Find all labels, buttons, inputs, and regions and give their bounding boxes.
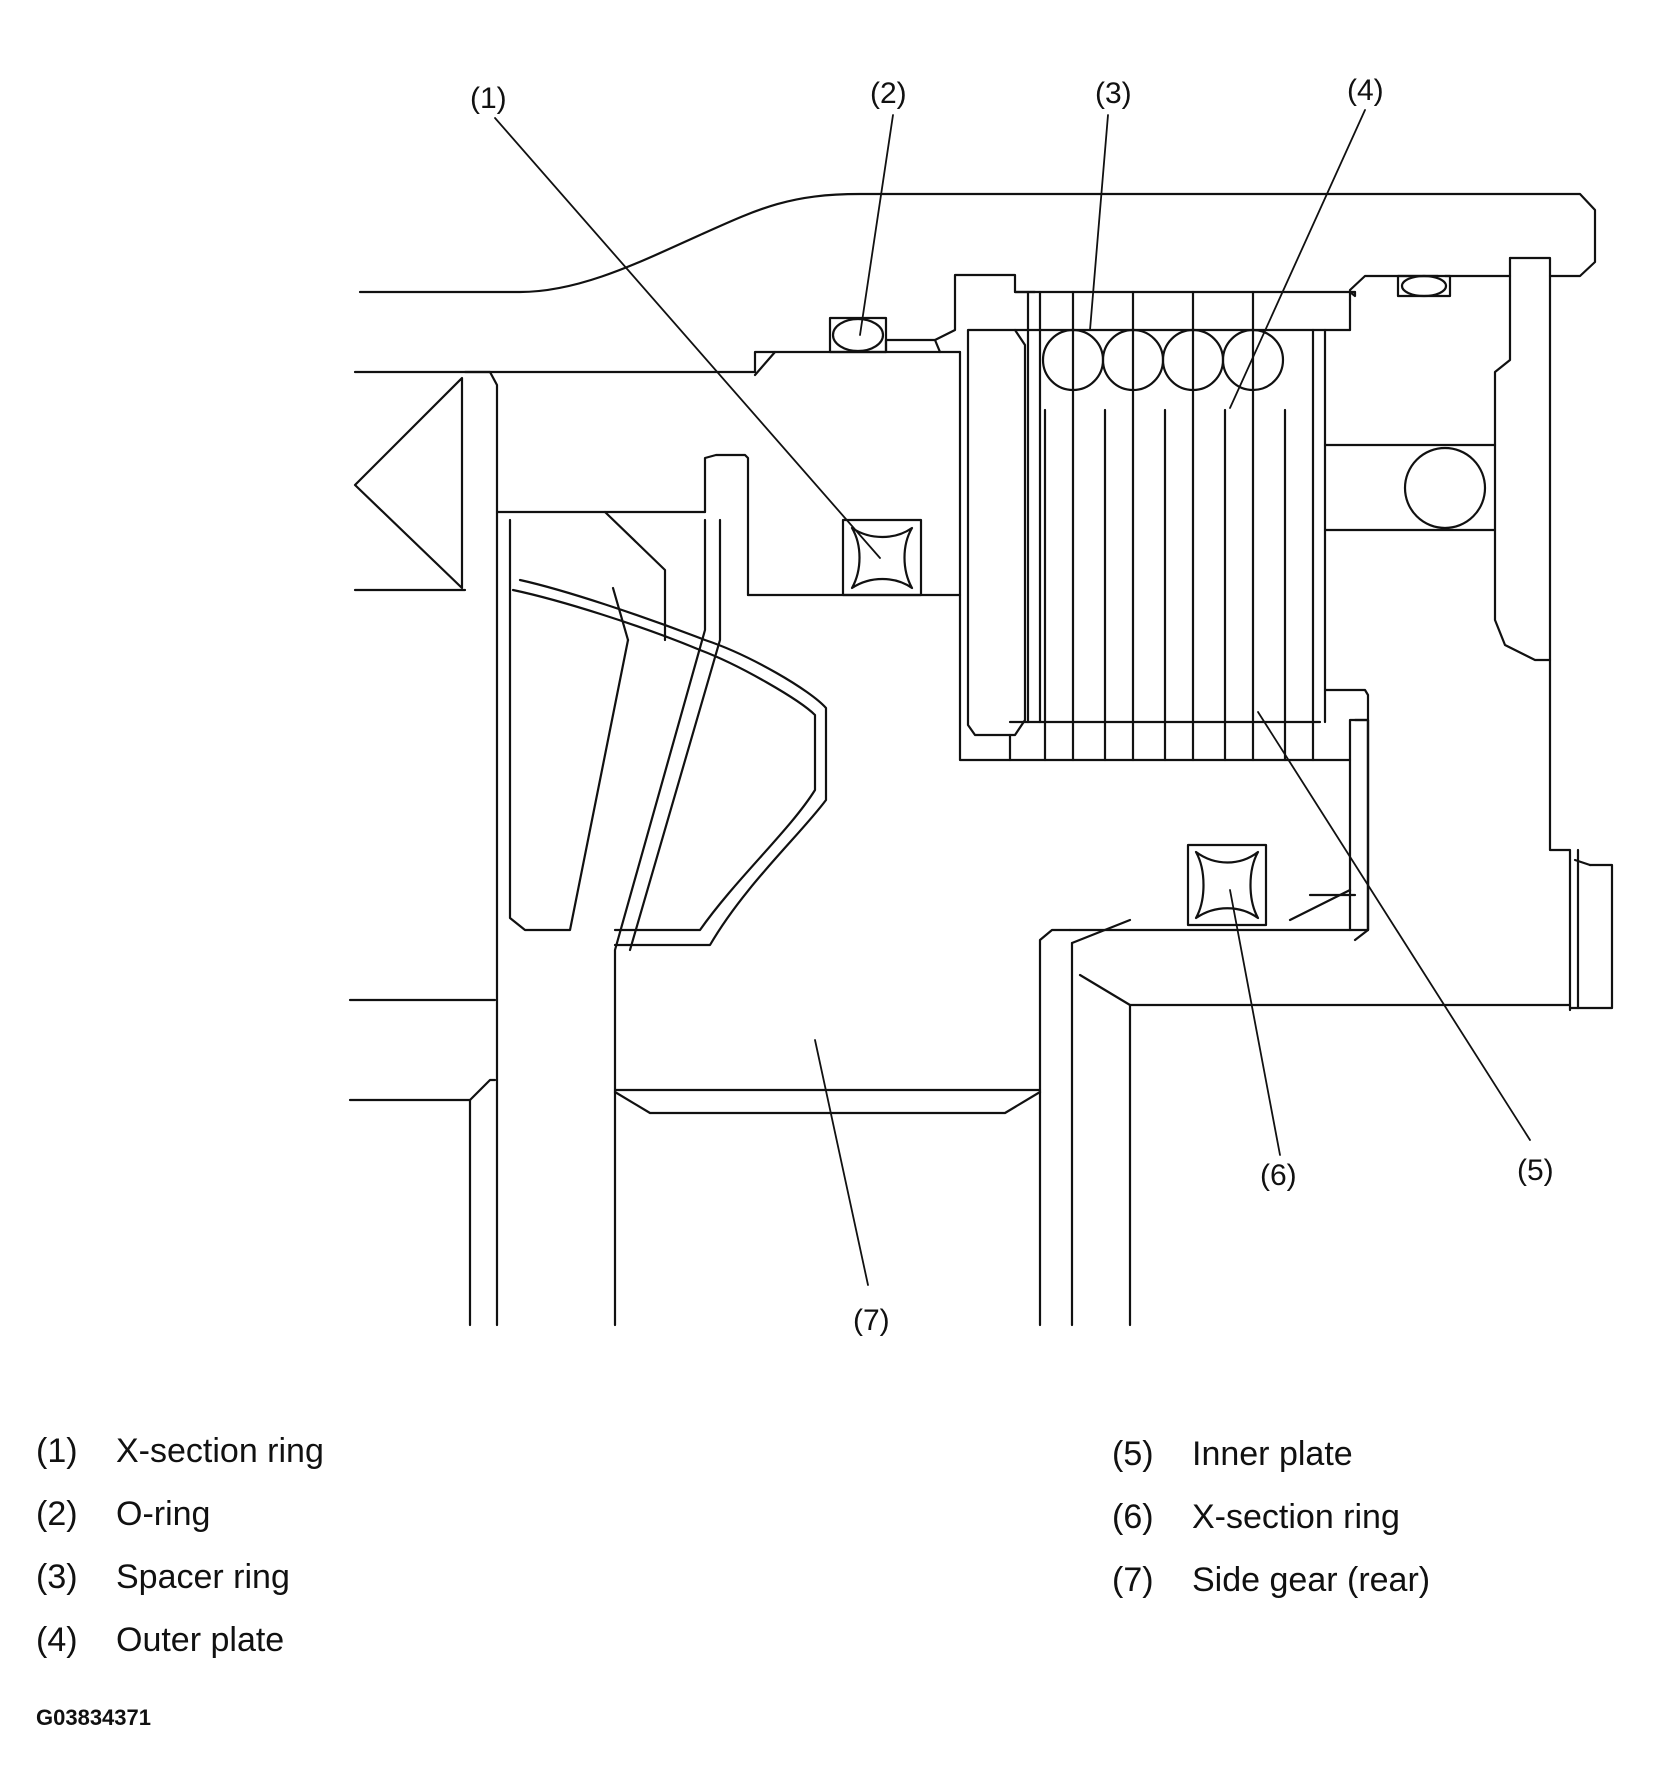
- legend-item-2: (2) O-ring: [36, 1495, 210, 1534]
- right-column: [1493, 256, 1614, 1012]
- legend-num: (2): [36, 1495, 78, 1533]
- callout-4: (4): [1347, 74, 1384, 107]
- figure-code: G03834371: [36, 1705, 151, 1730]
- clutch-drum: [958, 290, 1357, 762]
- right-bearing: [1323, 274, 1497, 532]
- o-ring-2-seat: [828, 316, 888, 354]
- legend-label: Spacer ring: [116, 1558, 290, 1596]
- spacer-rings: [1041, 328, 1285, 392]
- legend-item-4: (4) Outer plate: [36, 1621, 284, 1660]
- side-gear: [508, 510, 1042, 1327]
- legend-label: Side gear (rear): [1192, 1561, 1431, 1599]
- plate-stack: [1026, 290, 1315, 762]
- callout-5: (5): [1517, 1154, 1554, 1187]
- legend-item-6: (6) X-section ring: [1112, 1498, 1400, 1537]
- legend-num: (3): [36, 1558, 78, 1596]
- lower-structure: [1038, 688, 1572, 1327]
- left-wedge: [353, 376, 464, 590]
- upper-shaft: [353, 350, 962, 592]
- x-ring-6-seat: [1186, 843, 1268, 927]
- leader-lines: [494, 109, 1531, 1286]
- legend-num: (4): [36, 1621, 78, 1659]
- x-ring-1: [850, 526, 914, 590]
- legend-num: (1): [36, 1432, 78, 1470]
- legend-num: (7): [1112, 1561, 1154, 1599]
- legend-label: O-ring: [116, 1495, 211, 1533]
- x-ring-6: [1194, 850, 1260, 920]
- o-ring-top-right: [1400, 274, 1448, 298]
- legend-item-1: (1) X-section ring: [36, 1432, 324, 1471]
- x-ring-1-seat: [841, 518, 923, 597]
- left-walls: [348, 370, 962, 1327]
- housing: [358, 192, 1597, 332]
- legend-item-5: (5) Inner plate: [1112, 1435, 1353, 1474]
- legend-label: X-section ring: [1192, 1498, 1400, 1536]
- legend-label: Outer plate: [116, 1621, 285, 1659]
- cross-section-diagram: (1) (2) (3) (4) (5) (6) (7): [348, 74, 1614, 1337]
- legend-label: X-section ring: [116, 1432, 324, 1470]
- legend-item-7: (7) Side gear (rear): [1112, 1561, 1430, 1600]
- legend-num: (5): [1112, 1435, 1154, 1473]
- callout-6: (6): [1260, 1159, 1297, 1192]
- callout-1: (1): [470, 82, 507, 115]
- callout-7: (7): [853, 1304, 890, 1337]
- legend-label: Inner plate: [1192, 1435, 1353, 1473]
- o-ring-2: [831, 317, 885, 353]
- legend-item-3: (3) Spacer ring: [36, 1558, 290, 1597]
- legend-num: (6): [1112, 1498, 1154, 1536]
- callout-3: (3): [1095, 77, 1132, 110]
- callout-2: (2): [870, 77, 907, 110]
